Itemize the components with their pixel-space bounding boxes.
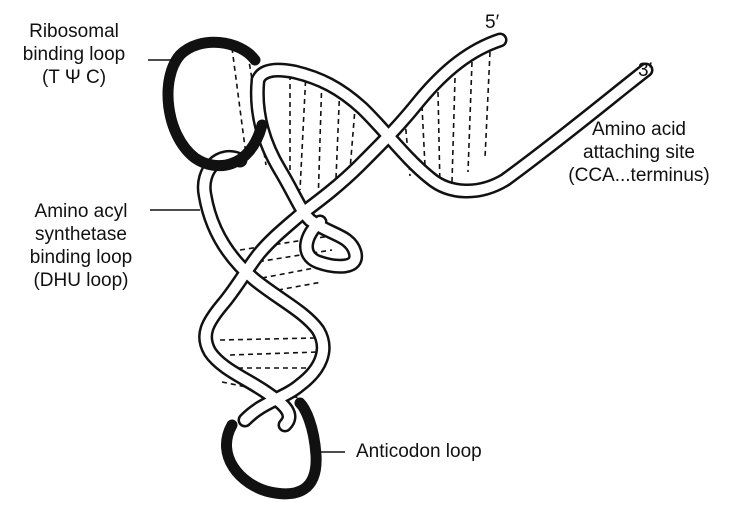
amino-acyl-line-1: Amino acyl	[34, 201, 128, 222]
amino-acyl-line-3: binding loop	[29, 247, 133, 268]
amino-acid-line-2: attaching site	[583, 142, 695, 163]
anticodon-loop	[221, 397, 322, 500]
amino-acid-label: Amino acid attaching site (CCA...terminu…	[553, 118, 725, 187]
amino-acyl-label: Amino acyl synthetase binding loop (DHU …	[12, 200, 150, 292]
ribosomal-label: Ribosomal binding loop (T Ψ C)	[4, 20, 144, 89]
three-prime-label: 3′	[638, 60, 653, 81]
ribosomal-line-3: (T Ψ C)	[41, 67, 107, 88]
five-prime-label: 5′	[485, 12, 500, 33]
ribosomal-line-2: binding loop	[22, 44, 126, 65]
amino-acyl-line-2: synthetase	[35, 224, 127, 245]
anticodon-label: Anticodon loop	[356, 441, 482, 462]
amino-acid-line-3: (CCA...terminus)	[568, 165, 710, 186]
amino-acyl-line-4: (DHU loop)	[33, 270, 129, 291]
amino-acid-line-1: Amino acid	[592, 119, 686, 140]
tpsic-loop	[162, 36, 268, 172]
ribosomal-line-1: Ribosomal	[29, 21, 119, 42]
